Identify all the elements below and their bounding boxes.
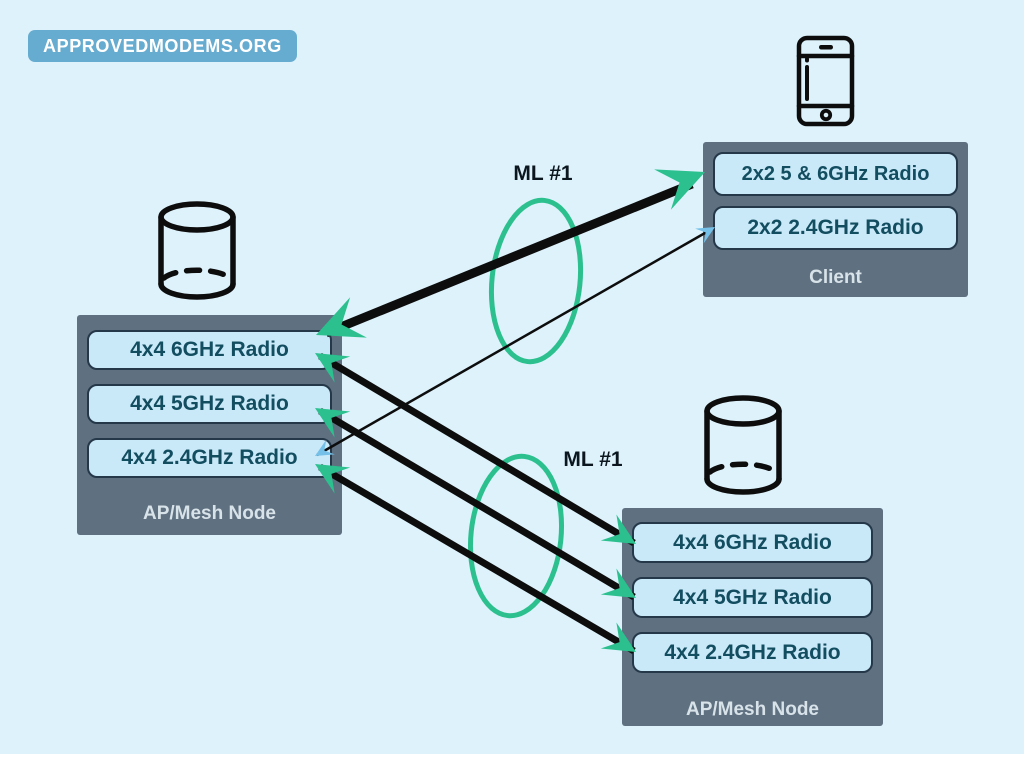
- site-logo-text: APPROVEDMODEMS.ORG: [43, 35, 282, 56]
- node-title: AP/Mesh Node: [142, 503, 277, 524]
- image-bottom-edge: [0, 754, 1024, 757]
- node-ap-left: 4x4 6GHz Radio 4x4 5GHz Radio 4x4 2.4GHz…: [77, 315, 342, 535]
- radio-chip-2-4ghz: 4x4 2.4GHz Radio: [87, 438, 332, 478]
- database-cylinder-icon: [158, 201, 236, 300]
- link-mesh-2-4ghz: [318, 463, 636, 655]
- node-title: AP/Mesh Node: [685, 699, 820, 720]
- radio-chip-5-6ghz: 2x2 5 & 6GHz Radio: [713, 152, 958, 196]
- smartphone-icon: [796, 35, 855, 127]
- ml-group-ellipse-bottom: [467, 453, 565, 619]
- node-client: 2x2 5 & 6GHz Radio 2x2 2.4GHz Radio Clie…: [703, 142, 968, 297]
- radio-chip-5ghz: 4x4 5GHz Radio: [87, 384, 332, 424]
- ml-group-ellipse-top: [488, 197, 584, 365]
- radio-chip-5ghz: 4x4 5GHz Radio: [632, 577, 873, 618]
- radio-chip-2-4ghz: 2x2 2.4GHz Radio: [713, 206, 958, 250]
- radio-chip-6ghz: 4x4 6GHz Radio: [87, 330, 332, 370]
- node-title: Client: [809, 267, 862, 288]
- radio-chip-2-4ghz: 4x4 2.4GHz Radio: [632, 632, 873, 673]
- link-apleft-client-5-6ghz: [324, 179, 694, 338]
- radio-chip-6ghz: 4x4 6GHz Radio: [632, 522, 873, 563]
- ml-link-label-bottom: ML #1: [563, 448, 623, 471]
- ml-link-label-top: ML #1: [513, 162, 573, 185]
- link-apleft-client-2-4ghz: [316, 227, 713, 457]
- node-ap-right: 4x4 6GHz Radio 4x4 5GHz Radio 4x4 2.4GHz…: [622, 508, 883, 726]
- link-mesh-5ghz: [318, 407, 636, 601]
- site-logo-badge: APPROVEDMODEMS.ORG: [28, 30, 297, 62]
- database-cylinder-icon: [704, 395, 782, 495]
